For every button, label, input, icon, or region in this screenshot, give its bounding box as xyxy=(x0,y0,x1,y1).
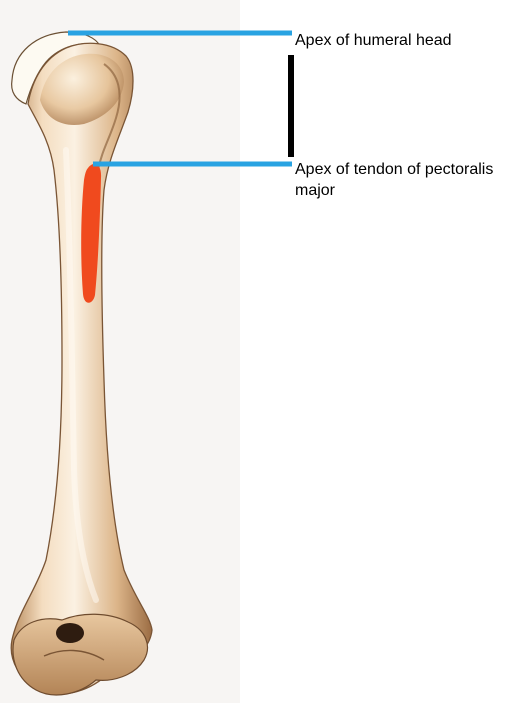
olecranon-fossa xyxy=(56,623,84,643)
pectoralis-tendon-label: Apex of tendon of pectoralis major xyxy=(295,159,525,201)
humeral-head-label: Apex of humeral head xyxy=(295,30,452,51)
